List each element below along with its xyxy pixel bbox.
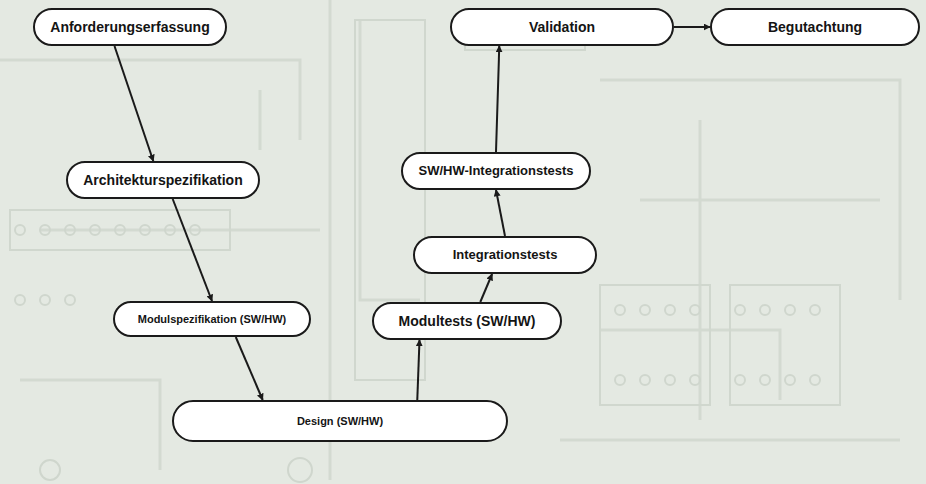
process-box: Validation (450, 8, 674, 46)
process-box: Integrationstests (413, 236, 597, 274)
box-label: Anforderungserfassung (50, 19, 209, 35)
box-label: Architekturspezifikation (83, 172, 242, 188)
process-box: Anforderungserfassung (33, 8, 227, 46)
chip-outlines (10, 20, 840, 405)
flow-arrow (480, 274, 492, 302)
flow-arrow (496, 46, 499, 152)
flow-arrow (496, 190, 505, 236)
box-label: Integrationstests (453, 248, 558, 263)
process-box: Modulspezifikation (SW/HW) (113, 301, 311, 337)
process-box: Modultests (SW/HW) (372, 302, 562, 340)
flow-arrow (173, 199, 212, 301)
flow-arrow (236, 337, 263, 400)
box-label: Validation (529, 19, 595, 35)
box-label: Modultests (SW/HW) (399, 313, 536, 329)
process-box: Design (SW/HW) (172, 400, 508, 442)
box-label: SW/HW-Integrationstests (418, 164, 573, 179)
box-label: Begutachtung (768, 19, 862, 35)
process-box: SW/HW-Integrationstests (401, 152, 591, 190)
flow-arrow (417, 340, 419, 400)
flow-arrow (674, 26, 710, 28)
board-traces (0, 0, 900, 480)
flow-arrow (114, 46, 153, 161)
process-box: Begutachtung (710, 8, 920, 46)
process-box: Architekturspezifikation (66, 161, 260, 199)
box-label: Modulspezifikation (SW/HW) (138, 313, 286, 326)
box-label: Design (SW/HW) (297, 415, 383, 428)
